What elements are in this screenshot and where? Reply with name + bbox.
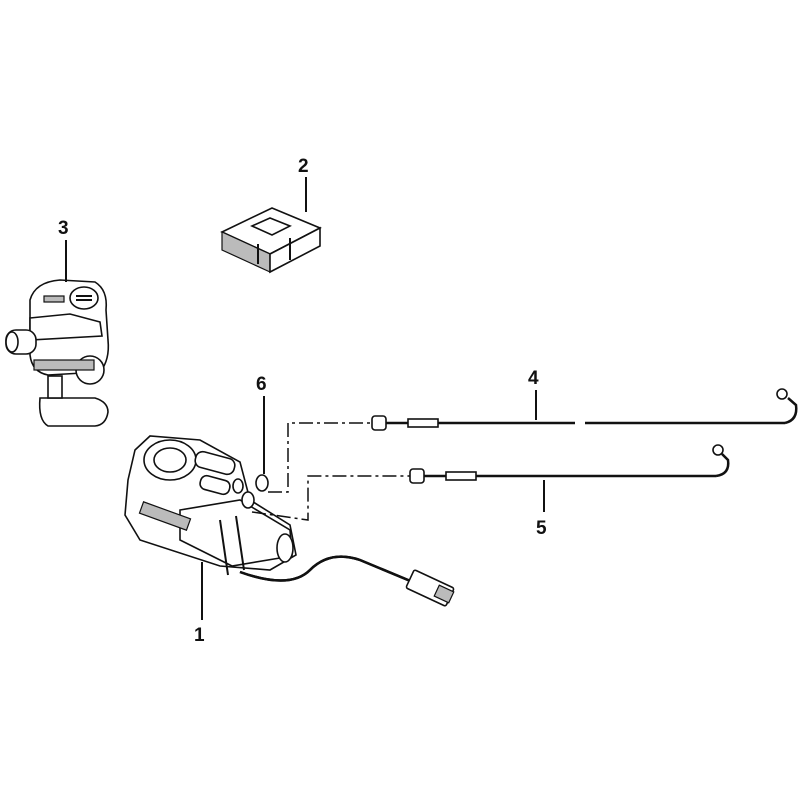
part-2-connector-block [220,207,322,274]
callout-5: 5 [536,518,547,539]
part-1-actuator-motor [124,435,455,607]
centerline-5 [251,475,410,521]
centerline-4 [268,422,372,493]
part-3-switch-assembly [5,279,110,427]
callout-4: 4 [528,368,539,389]
part-5-cable [409,444,730,484]
part-4-cable [371,388,798,431]
callout-1: 1 [194,625,205,646]
callout-2: 2 [298,156,309,177]
part-6-clips [232,474,269,509]
callout-3: 3 [58,218,69,239]
callout-6: 6 [256,374,267,395]
